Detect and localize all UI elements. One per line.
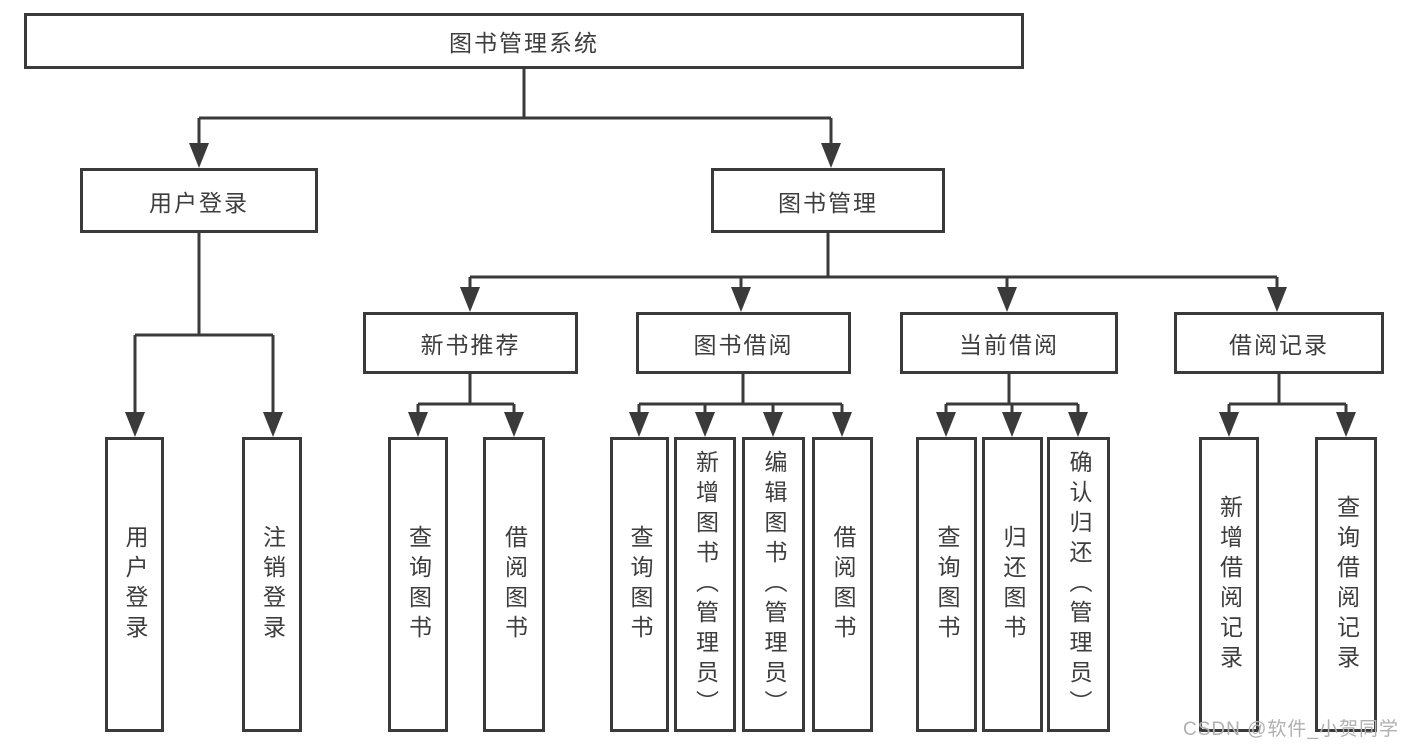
node-borrowing-records: 借阅记录 (1174, 312, 1384, 374)
leaf-return-books-label: 归还图书 (1000, 524, 1026, 645)
leaf-confirm-return-admin-label: 确认归还（管理员） (1066, 449, 1092, 720)
leaf-user-login: 用户登录 (105, 437, 164, 732)
leaf-borrow-books-borrowing: 借阅图书 (812, 437, 873, 732)
node-current-borrowing: 当前借阅 (900, 312, 1118, 374)
node-book-borrowing: 图书借阅 (636, 312, 851, 374)
csdn-watermark: CSDN @软件_小贺同学 (1183, 719, 1399, 740)
leaf-edit-book-admin: 编辑图书（管理员） (742, 437, 805, 732)
node-current-borrowing-label: 当前借阅 (959, 332, 1059, 358)
node-new-book-recommend: 新书推荐 (363, 312, 578, 374)
leaf-borrow-books-recommend-label: 借阅图书 (501, 524, 528, 645)
leaf-query-books-recommend-label: 查询图书 (405, 524, 432, 645)
leaf-query-books-borrowing-label: 查询图书 (627, 524, 653, 645)
leaf-add-borrow-record-label: 新增借阅记录 (1216, 494, 1243, 675)
node-book-borrowing-label: 图书借阅 (693, 332, 794, 358)
leaf-query-borrow-record-label: 查询借阅记录 (1333, 494, 1360, 675)
leaf-query-books-current: 查询图书 (916, 437, 977, 732)
leaf-logout-label: 注销登录 (259, 524, 286, 645)
node-user-login: 用户登录 (80, 168, 318, 233)
connector-paths (133, 69, 1348, 413)
leaf-query-books-borrowing: 查询图书 (610, 437, 669, 732)
leaf-add-book-admin-label: 新增图书（管理员） (692, 449, 719, 720)
leaf-borrow-books-recommend: 借阅图书 (483, 437, 545, 732)
node-borrowing-records-label: 借阅记录 (1229, 332, 1329, 358)
node-root-system: 图书管理系统 (24, 13, 1024, 69)
node-book-management-label: 图书管理 (778, 189, 878, 216)
node-new-book-recommend-label: 新书推荐 (420, 332, 521, 358)
node-user-login-label: 用户登录 (149, 189, 249, 216)
leaf-query-borrow-record: 查询借阅记录 (1315, 437, 1377, 732)
leaf-edit-book-admin-label: 编辑图书（管理员） (761, 449, 787, 720)
leaf-return-books: 归还图书 (982, 437, 1043, 732)
leaf-add-book-admin: 新增图书（管理员） (674, 437, 736, 732)
leaf-user-login-label: 用户登录 (122, 524, 148, 645)
node-root-label: 图书管理系统 (449, 30, 599, 56)
arrowheads (125, 143, 1356, 437)
node-book-management: 图书管理 (711, 168, 945, 233)
leaf-borrow-books-borrowing-label: 借阅图书 (830, 524, 856, 645)
leaf-confirm-return-admin: 确认归还（管理员） (1047, 437, 1110, 732)
leaf-query-books-current-label: 查询图书 (934, 524, 960, 645)
leaf-query-books-recommend: 查询图书 (388, 437, 448, 732)
leaf-logout: 注销登录 (242, 437, 302, 732)
leaf-add-borrow-record: 新增借阅记录 (1199, 437, 1259, 732)
